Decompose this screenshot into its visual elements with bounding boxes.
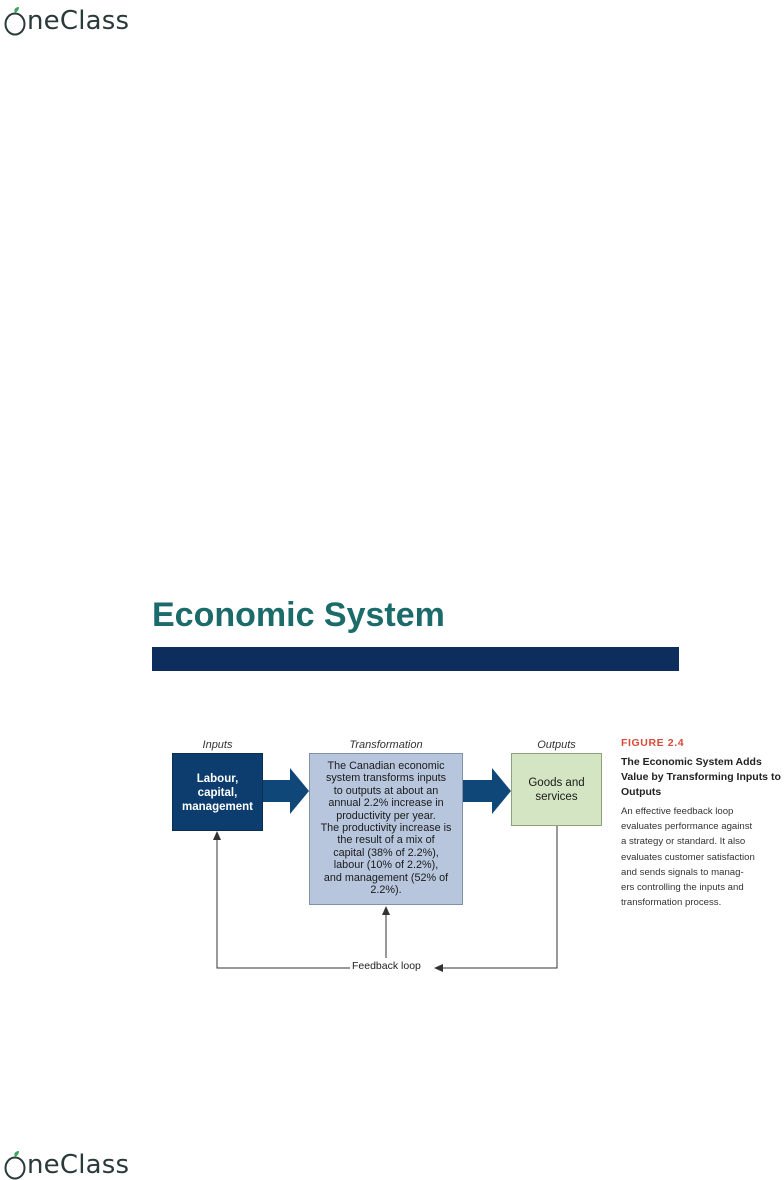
transformation-to-outputs-arrow <box>463 768 511 814</box>
slide-title: Economic System <box>152 596 445 634</box>
figure-description: An effective feedback loop evaluates per… <box>621 806 755 909</box>
feedback-arrowhead-left <box>434 964 443 972</box>
inputs-box: Labour, capital, management <box>172 753 263 831</box>
inputs-column-label: Inputs <box>202 739 233 751</box>
feedback-arrowhead-up-transformation <box>382 906 390 915</box>
figure-number: FIGURE 2.4 <box>621 737 685 749</box>
figure-title: The Economic System Adds Value by Transf… <box>621 756 781 798</box>
inputs-box-text: Labour, capital, management <box>182 773 253 813</box>
outputs-column-label: Outputs <box>537 739 576 751</box>
oneclass-logo-top: neClass <box>4 2 129 36</box>
feedback-arrowhead-up-inputs <box>213 831 221 840</box>
title-underline-bar <box>152 647 679 671</box>
outputs-box-text: Goods and services <box>528 777 585 803</box>
figure-caption: FIGURE 2.4 The Economic System Adds Valu… <box>621 737 781 910</box>
brand-name: neClass <box>27 1150 130 1180</box>
brand-name: neClass <box>27 6 130 36</box>
transformation-box: The Canadian economic system transforms … <box>309 753 463 905</box>
oneclass-apple-o-icon <box>4 7 26 36</box>
outputs-box: Goods and services <box>511 753 602 826</box>
inputs-to-transformation-arrow <box>263 768 309 814</box>
transformation-box-text: The Canadian economic system transforms … <box>320 760 452 897</box>
oneclass-logo-bottom: neClass <box>4 1146 129 1180</box>
feedback-loop-label: Feedback loop <box>350 960 423 972</box>
transformation-column-label: Transformation <box>349 739 423 751</box>
oneclass-apple-o-icon <box>4 1151 26 1180</box>
